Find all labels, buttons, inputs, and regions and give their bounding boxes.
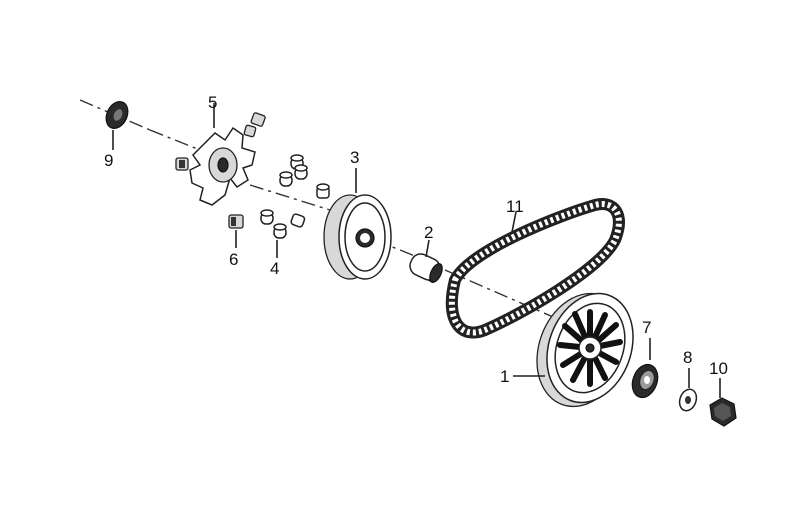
part-6-sliders bbox=[175, 112, 266, 248]
callout-4: 4 bbox=[270, 259, 279, 278]
part-3-drive-face bbox=[323, 168, 392, 280]
part-11-drive-belt bbox=[445, 198, 625, 339]
part-9-washer bbox=[105, 101, 129, 150]
callout-5: 5 bbox=[208, 93, 217, 112]
callout-10: 10 bbox=[709, 359, 728, 378]
part-5-ramp-plate bbox=[189, 103, 256, 206]
callout-2: 2 bbox=[424, 223, 433, 242]
part-8-washer bbox=[678, 368, 698, 412]
callout-7: 7 bbox=[642, 318, 651, 337]
center-axis bbox=[79, 99, 561, 321]
callout-1: 1 bbox=[500, 367, 509, 386]
callout-3: 3 bbox=[350, 148, 359, 167]
part-1-drive-pulley bbox=[513, 292, 634, 408]
callout-9: 9 bbox=[104, 151, 113, 170]
callout-6: 6 bbox=[229, 250, 238, 269]
callout-8: 8 bbox=[683, 348, 692, 367]
part-2-collar bbox=[409, 239, 443, 284]
part-7-clutch-bearing bbox=[631, 338, 659, 399]
callout-11: 11 bbox=[506, 197, 524, 216]
part-4-roller-weights bbox=[260, 154, 330, 258]
part-10-nut bbox=[709, 378, 737, 427]
